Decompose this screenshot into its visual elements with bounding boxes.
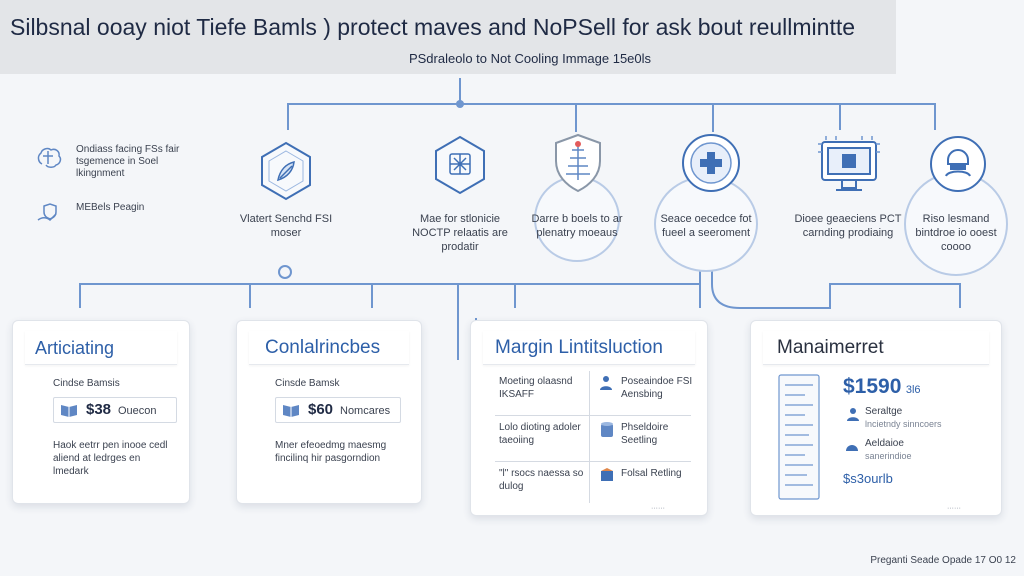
- footer-caption: Preganti Seade Opade 17 O0 12: [870, 555, 1016, 566]
- book-icon: [60, 403, 78, 417]
- amount-value: $1590: [843, 375, 902, 398]
- item-title: Aeldaioe: [865, 438, 904, 449]
- table-divider: [589, 371, 590, 503]
- note-text: MEBels Peagin: [76, 202, 145, 213]
- stage-2-icon: [432, 134, 488, 196]
- stage-3-icon: [550, 132, 606, 194]
- box-icon: [599, 467, 615, 483]
- note-1: Ondiass facing FSs fair tsgemence in Soe…: [34, 142, 204, 190]
- gauge-icon: [845, 439, 859, 451]
- card-header: Conlalrincbes: [249, 331, 409, 365]
- price-value: $38: [86, 401, 112, 418]
- card-title: Manaimerret: [777, 337, 884, 358]
- card-header: Manaimerret: [763, 331, 989, 365]
- card-caption: Cindse Bamsis: [53, 378, 120, 389]
- cylinder-icon: [599, 421, 615, 439]
- card-title: Conlalrincbes: [265, 337, 381, 358]
- document-stack-icon: [775, 371, 825, 503]
- price-unit: Ouecon: [118, 405, 157, 417]
- price-value: $60: [308, 401, 334, 418]
- table-divider: [495, 461, 691, 462]
- card-description: Mner efeoedmg maesmg fincilinq hir pasgo…: [275, 440, 387, 464]
- note-2: MEBels Peagin: [34, 200, 204, 240]
- table-cell: Moeting olaasnd IKSAFF: [499, 376, 573, 400]
- stage-3-label: Darre b boels to ar plenatry moeaus: [531, 213, 623, 239]
- card-footer-value: $s3ourlb: [843, 471, 893, 486]
- table-cell: Poseaindoe FSI Aensbing: [621, 376, 693, 400]
- table-cell: "l" rsocs naessa so dulog: [499, 468, 584, 492]
- page-subtitle: PSdraleolo to Not Cooling Immage 15e0ls: [408, 51, 652, 66]
- stage-3-ring: [534, 176, 620, 262]
- card-header: Margin Lintitsluction: [483, 331, 695, 365]
- card-header: Articiating: [25, 331, 177, 365]
- person-icon: [599, 375, 613, 391]
- monitor-icon: [818, 136, 880, 191]
- page-title: Silbsnal ooay niot Tiefe Bamls ) protect…: [10, 14, 856, 40]
- stage-6-label: Riso lesmand bintdroe io ooest coooo: [915, 213, 997, 253]
- stage-4-label: Seace oecedce fot fueel a seeroment: [660, 213, 752, 239]
- stage-6-icon: [928, 134, 988, 194]
- tower-badge-icon: [555, 133, 601, 193]
- network-hexagon-icon: [435, 135, 485, 195]
- item-sub: sanerindioe: [865, 451, 912, 461]
- card-corner-mark: ······: [651, 505, 665, 512]
- card-conlalrincbes: Conlalrincbes Cinsde Bamsk $60 Nomcares …: [236, 320, 422, 504]
- medical-cross-icon: [682, 134, 740, 192]
- card-management: Manaimerret $1590 3l6 Seraltge lncietndy…: [750, 320, 1002, 516]
- table-cell: Folsal Retling: [621, 468, 682, 479]
- item-title: Seraltge: [865, 406, 903, 417]
- table-cell: Lolo dioting adoler taeoiing: [499, 422, 581, 446]
- card-title: Articiating: [35, 338, 115, 358]
- card-corner-mark: ······: [947, 505, 961, 512]
- header-banner: [0, 0, 896, 74]
- hand-shield-icon: [34, 200, 64, 230]
- card-caption: Cinsde Bamsk: [275, 378, 340, 389]
- stage-1-label: Vlatert Senchd FSI moser: [239, 213, 333, 239]
- brain-icon: [34, 142, 64, 172]
- stage-4-icon: [680, 132, 742, 194]
- stage-5-label: Dioee geaeciens PCT carnding prodiaing: [794, 213, 902, 239]
- card-margin: Margin Lintitsluction Moeting olaasnd IK…: [470, 320, 708, 516]
- book-icon: [282, 403, 300, 417]
- item-sub: lncietndy sinncoers: [865, 419, 942, 429]
- person-icon: [847, 407, 859, 421]
- card-articiating: Articiating Cindse Bamsis $38 Ouecon Hao…: [12, 320, 190, 504]
- stage-5-icon: [816, 134, 882, 196]
- amount-suffix: 3l6: [905, 384, 921, 396]
- card-description: Haok eetrr pen inooe cedl aliend at ledr…: [53, 440, 168, 477]
- stage-4-ring: [654, 176, 758, 272]
- table-divider: [495, 415, 691, 416]
- stage-2-label: Mae for stlonicie NOCTP relaatis are pro…: [412, 213, 508, 253]
- note-text: Ondiass facing FSs fair tsgemence in Soe…: [76, 144, 180, 179]
- stage-1-icon: [258, 140, 314, 202]
- person-badge-icon: [930, 136, 986, 192]
- price-box: $60 Nomcares: [275, 397, 401, 423]
- total-amount: $1590 3l6: [843, 375, 921, 399]
- price-box: $38 Ouecon: [53, 397, 177, 423]
- table-cell: Phseldoire Seetling: [621, 422, 669, 446]
- price-unit: Nomcares: [340, 405, 391, 417]
- card-title: Margin Lintitsluction: [495, 337, 663, 358]
- leaf-hexagon-icon: [261, 141, 311, 201]
